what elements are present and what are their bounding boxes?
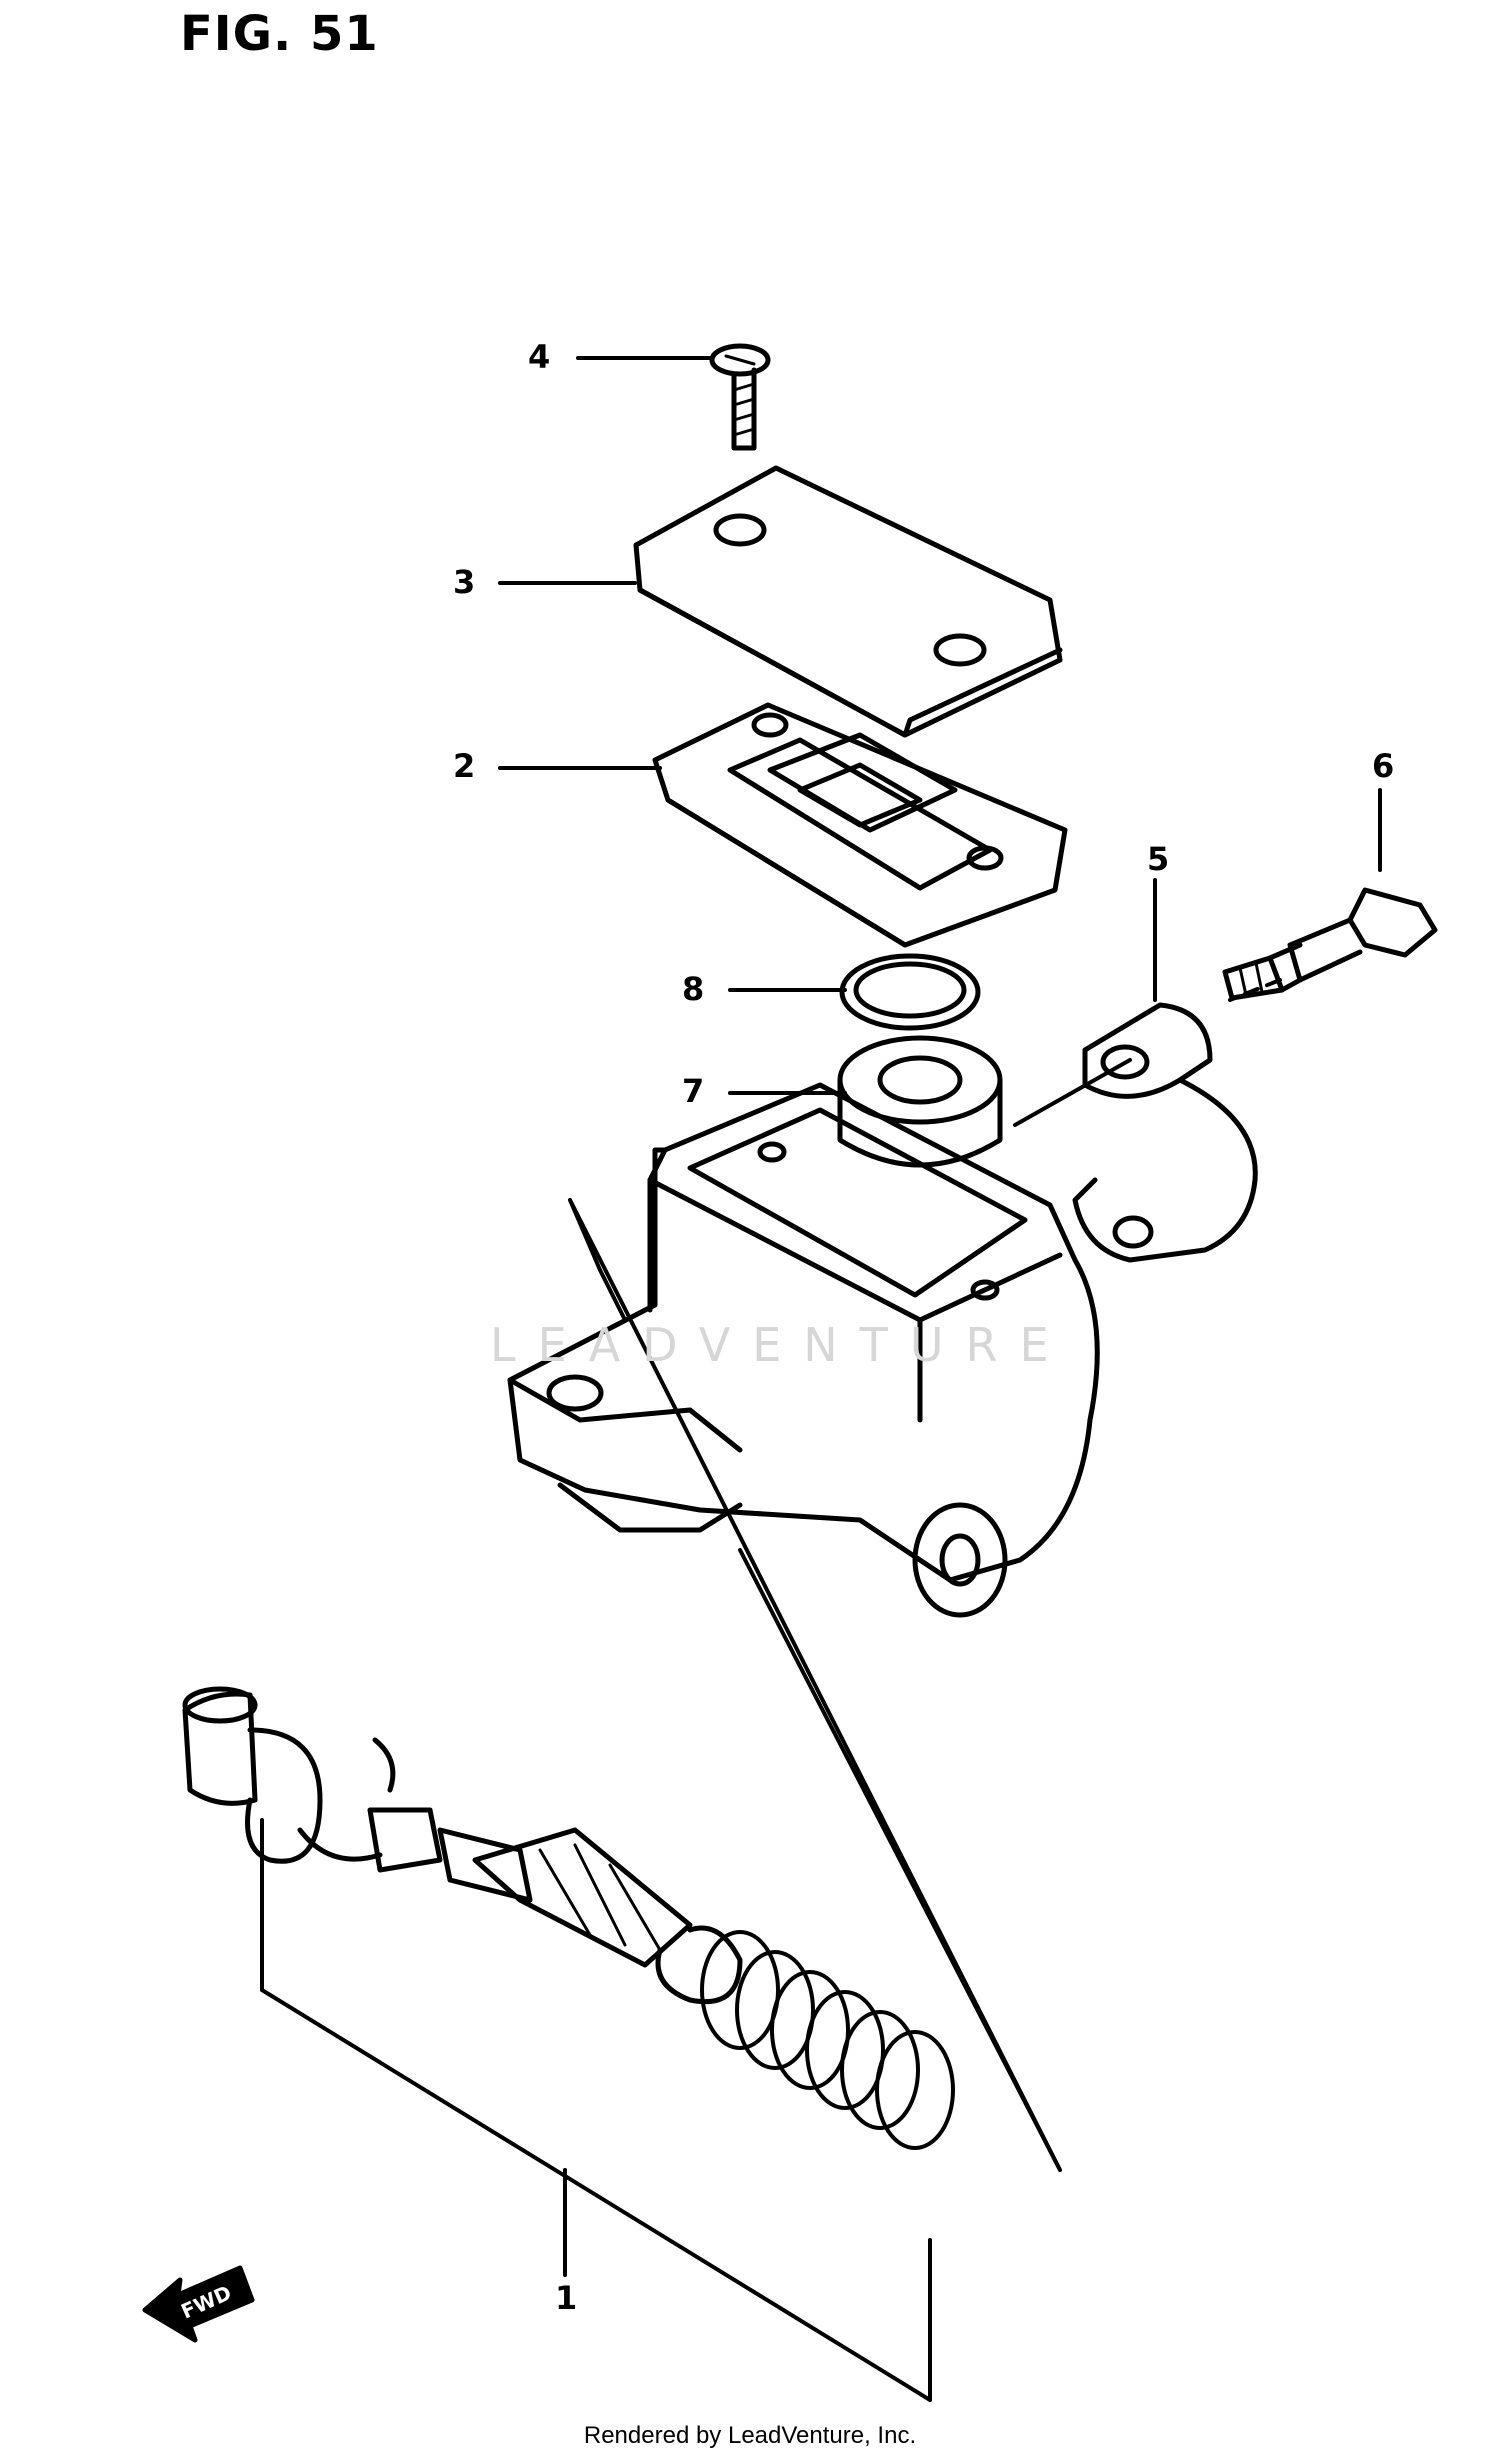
callout-8: 8 — [682, 970, 705, 1008]
callout-3: 3 — [453, 563, 476, 601]
gasket-ring-drawing — [839, 953, 981, 1031]
diaphragm-plate-drawing — [837, 1035, 1003, 1168]
spring-coils — [700, 1930, 955, 2150]
footer-credit: Rendered by LeadVenture, Inc. — [583, 2422, 917, 2449]
callout-5: 5 — [1147, 840, 1170, 878]
figure-title: FIG. 51 — [180, 6, 379, 62]
forward-arrow-icon — [142, 2265, 255, 2343]
piston-set-drawing — [182, 1686, 955, 2150]
set-bracket-lines — [260, 1198, 1062, 2402]
callout-1: 1 — [555, 2279, 578, 2317]
callout-2: 2 — [453, 747, 476, 785]
reservoir-diaphragm-drawing — [652, 702, 1068, 948]
callout-6: 6 — [1372, 747, 1395, 785]
holder-clamp-drawing — [1072, 1002, 1258, 1263]
reservoir-cap-drawing — [633, 465, 1063, 738]
callout-7: 7 — [682, 1072, 705, 1110]
master-cylinder-body-drawing — [507, 1082, 1100, 1618]
callout-4: 4 — [528, 338, 551, 376]
cap-screw-drawing — [709, 343, 771, 451]
clamp-bolt-drawing — [1222, 887, 1438, 1001]
watermark-text: LEADVENTURE — [490, 1318, 1071, 1372]
leader-lines — [498, 356, 1382, 1127]
